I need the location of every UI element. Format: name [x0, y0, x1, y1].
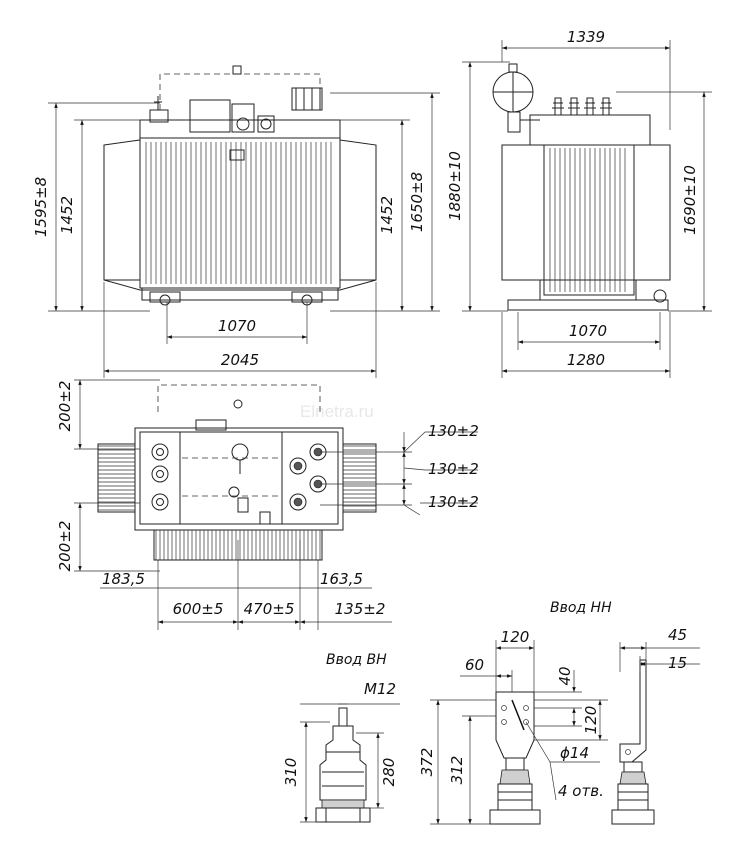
dim-front-wheel-track: 1070 [218, 317, 256, 335]
lv-bushing-detail: Ввод НН 120 60 40 [418, 600, 700, 825]
front-view: 1595±8 1452 1452 1650±8 1070 2045 [32, 65, 440, 378]
radiator-block [342, 443, 377, 513]
plan-view: Elnetra.ru 200±2 200±2 [56, 379, 479, 630]
hv-bushing-title: Ввод ВН [326, 652, 387, 668]
bushing-shed [552, 102, 564, 109]
bushing-shed [600, 102, 612, 109]
dim-hv-height-body: 280 [380, 758, 398, 787]
watermark: Elnetra.ru [300, 402, 374, 421]
dim-hv-thread: M12 [364, 680, 396, 698]
hv-bushing-core [156, 448, 164, 456]
side-view: 1339 1880±10 1690±10 1070 1280 [446, 28, 712, 378]
dim-front-total-height: 1595±8 [32, 177, 50, 237]
hv-bushing-circle [151, 493, 169, 511]
dim-lv-side-width: 45 [668, 626, 687, 644]
dim-front-overall-width: 2045 [221, 351, 259, 369]
dim-plan-span-2: 470±5 [244, 600, 295, 618]
dim-lv-hole-offset: 40 [556, 666, 574, 685]
radiator-block [97, 443, 136, 513]
dim-side-overall-width: 1339 [567, 28, 605, 46]
dim-hv-height-total: 310 [282, 758, 300, 787]
hv-bushing-circle [151, 465, 169, 483]
dim-lv-holes: 4 отв. [558, 782, 604, 800]
dim-plan-left-edge: 183,5 [102, 570, 145, 588]
dim-lv-offset: 60 [465, 656, 484, 674]
dim-lv-width-top: 120 [501, 628, 530, 646]
dim-plan-bushing-spacing-1: 130±2 [428, 422, 479, 440]
lv-bushing-circle [289, 457, 307, 475]
lv-bushing-core [293, 461, 303, 471]
hv-bushing-core [156, 498, 164, 506]
dim-lv-side-thickness: 15 [668, 654, 687, 672]
dim-lv-height-body: 312 [448, 756, 466, 785]
dim-lv-height-total: 372 [418, 748, 436, 777]
lv-bushing-core [293, 497, 303, 507]
hv-bushing-core [156, 470, 164, 478]
dim-front-tank-height-right: 1452 [378, 196, 396, 234]
dim-front-tank-height-left: 1452 [58, 196, 76, 234]
hv-bushing-detail: Ввод ВН M12 310 280 [282, 652, 400, 823]
dim-lv-plate-height: 120 [582, 706, 600, 735]
bushing-shed [584, 102, 596, 109]
dim-front-height-to-top: 1650±8 [408, 172, 426, 232]
dim-plan-span-3: 135±2 [335, 600, 386, 618]
dim-plan-bushing-spacing-2: 130±2 [428, 460, 479, 478]
dim-plan-bushing-spacing-3: 130±2 [428, 493, 479, 511]
hv-bushing-circle [151, 443, 169, 461]
bushing-post [570, 97, 578, 116]
bushing-post [586, 97, 594, 116]
dim-side-base-width: 1280 [567, 351, 605, 369]
dim-side-total-height: 1880±10 [446, 151, 464, 221]
bushing-shed [568, 102, 580, 109]
dim-plan-left-offset-top: 200±2 [56, 381, 74, 432]
lv-bushing-title: Ввод НН [550, 600, 612, 616]
dim-plan-span-1: 600±5 [173, 600, 224, 618]
dim-lv-hole-dia: ϕ14 [560, 744, 589, 762]
dim-plan-left-offset-bottom: 200±2 [56, 521, 74, 572]
dim-side-height-right: 1690±10 [681, 165, 699, 235]
dim-side-wheel-track: 1070 [569, 322, 607, 340]
lv-bushing-circle [289, 493, 307, 511]
bushing-post [602, 97, 610, 116]
dim-plan-right-edge: 163,5 [320, 570, 363, 588]
bushing-post [554, 97, 562, 116]
